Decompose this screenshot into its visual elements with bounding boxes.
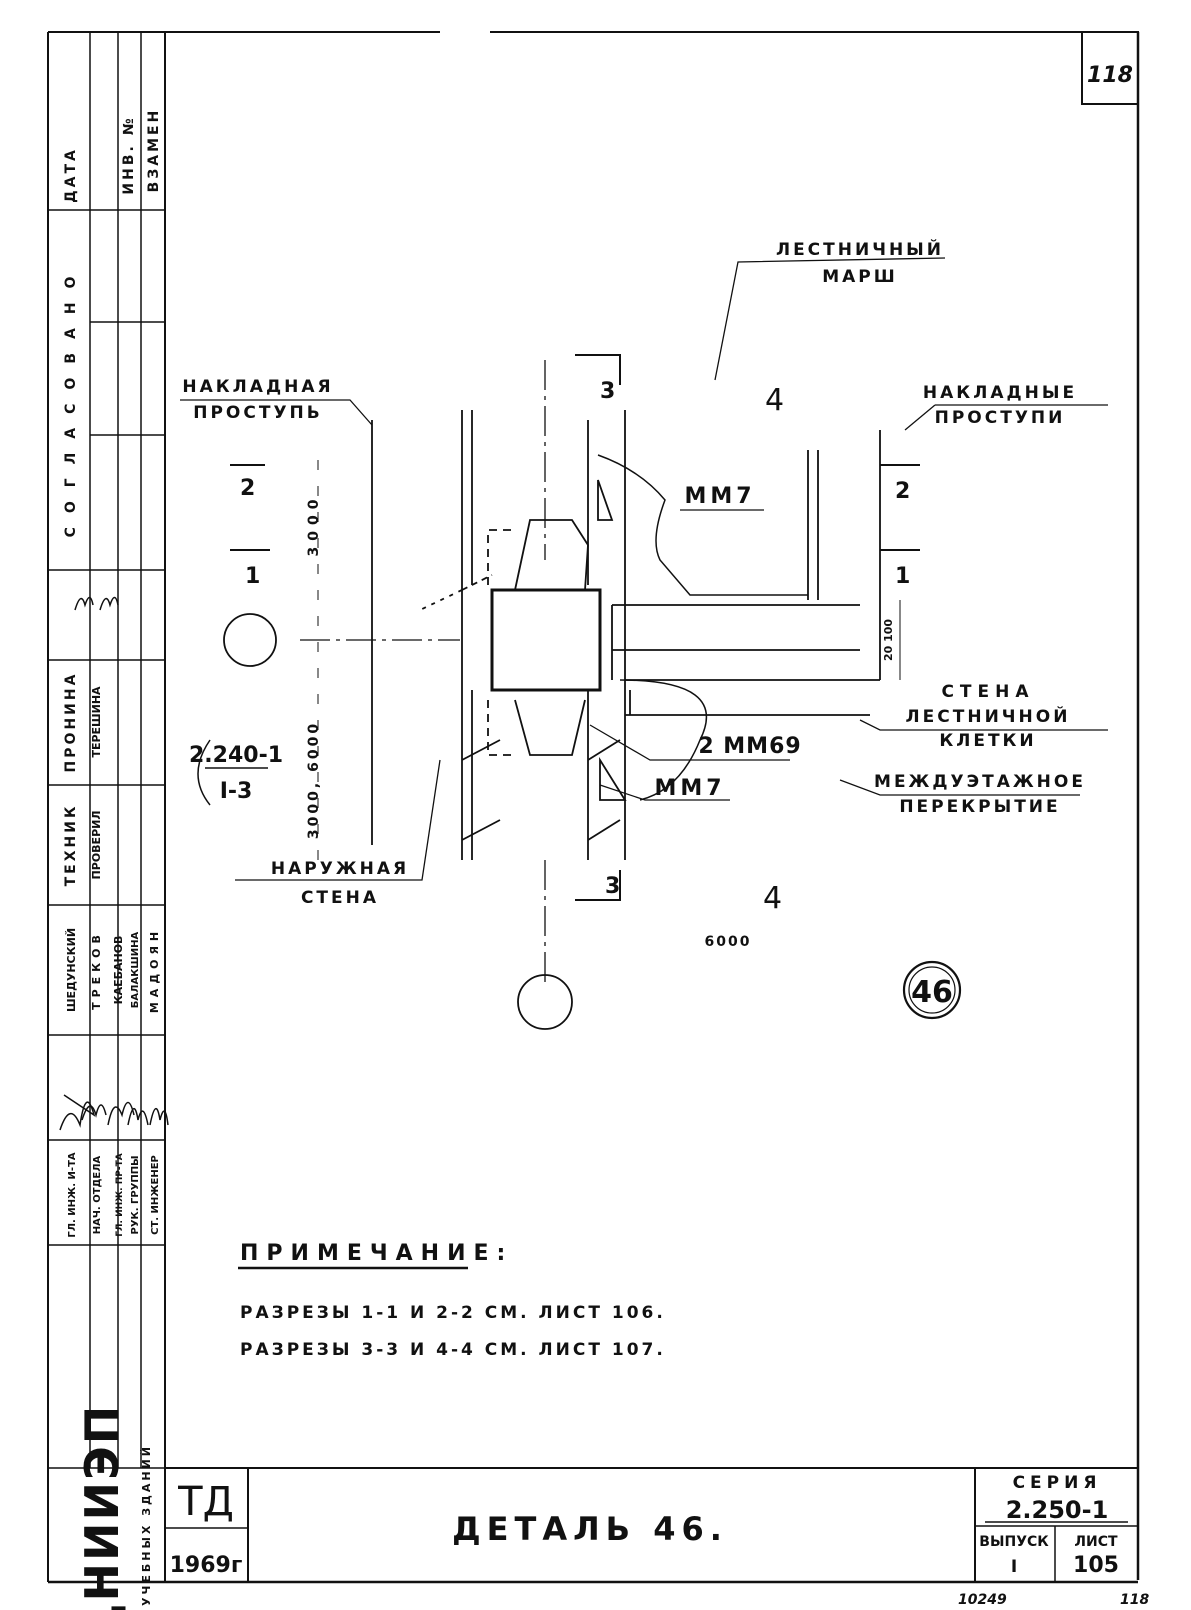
inventory-number: 10249 (958, 1592, 1007, 1608)
col-replaces: ВЗАМЕН (146, 108, 162, 193)
stair-wall-label-2: ЛЕСТНИЧНОЙ (906, 705, 1071, 727)
org-subtitle: УЧЕБНЫХ ЗДАНИЙ (140, 1444, 153, 1606)
approval-header: СОГЛАСОВАНО (63, 263, 79, 538)
outer-wall-label-2: СТЕНА (301, 888, 379, 908)
name-2: ТРЕКОВ (90, 930, 103, 1010)
note-heading: ПРИМЕЧАНИЕ: (240, 1241, 513, 1266)
left-stamp-grid (48, 32, 165, 1469)
section-2-right: 2 (895, 479, 910, 504)
note-line-2: РАЗРЕЗЫ 3-3 И 4-4 СМ. ЛИСТ 107. (240, 1340, 666, 1360)
col-inventory: ИНВ. № (121, 115, 137, 194)
stair-flight-label-1: ЛЕСТНИЧНЫЙ (776, 238, 944, 260)
name-3: КАЕБАНОВ (112, 936, 125, 1005)
role-4: РУК. ГРУППЫ (130, 1155, 141, 1234)
footer-page: 118 (1120, 1592, 1149, 1608)
overlay-tread-label-1: НАКЛАДНАЯ (182, 377, 333, 397)
series-label: СЕРИЯ (1013, 1473, 1102, 1493)
mm7-lower-label: ММ7 (654, 776, 725, 801)
dim-3000-6000: 3000, 6000 (306, 721, 322, 839)
col-date: ДАТА (63, 147, 79, 203)
sheet-frame (47, 31, 1140, 1584)
sheet-number-top: 118 (1087, 63, 1133, 88)
name-1: ШЕДУНСКИЙ (65, 928, 78, 1012)
role-2: НАЧ. ОТДЕЛА (92, 1155, 103, 1234)
mm7-upper-label: ММ7 (684, 484, 755, 509)
floor-slab-label-1: МЕЖДУЭТАЖНОЕ (874, 772, 1086, 792)
signatures (59, 596, 169, 1131)
stair-wall-label-3: КЛЕТКИ (939, 731, 1036, 751)
org-name: ЦНИИЭП (75, 1404, 129, 1610)
role-checked: ПРОВЕРИЛ (90, 811, 103, 880)
reference-top: 2.240-1 (189, 743, 283, 768)
year-label: 1969г (170, 1553, 243, 1578)
section-4-top: 4 (765, 383, 784, 418)
dim-3000: 3000 (306, 494, 322, 557)
issue-value: I (1011, 1557, 1017, 1577)
section-4-bottom: 4 (763, 881, 782, 916)
name-5: МАДОЯН (148, 927, 161, 1013)
floor-slab-label-2: ПЕРЕКРЫТИЕ (899, 797, 1060, 817)
stair-flight-label-2: МАРШ (822, 267, 898, 287)
mm69-label: 2 ММ69 (698, 734, 801, 759)
section-3-bottom: 3 (605, 874, 620, 899)
overlay-tread-label-2: ПРОСТУПЬ (193, 403, 323, 423)
detail-bubble-label: 46 (911, 975, 953, 1010)
section-2-left: 2 (240, 476, 255, 501)
sheet-value: 105 (1073, 1553, 1119, 1578)
role-5: СТ. ИНЖЕНЕР (150, 1155, 161, 1235)
overlay-treads-label-1: НАКЛАДНЫЕ (923, 383, 1077, 403)
outer-wall-label-1: НАРУЖНАЯ (271, 859, 409, 879)
note-line-1: РАЗРЕЗЫ 1-1 И 2-2 СМ. ЛИСТ 106. (240, 1303, 666, 1323)
role-tech: ТЕХНИК (63, 804, 79, 887)
detail-title: ДЕТАЛЬ 46. (452, 1510, 728, 1548)
sheet-number-box: 118 (1081, 31, 1139, 105)
name-pronina: ПРОНИНА (63, 672, 79, 773)
name-4: БАЛАКШИНА (130, 932, 141, 1009)
overlay-treads-label-2: ПРОСТУПИ (935, 408, 1066, 428)
sheet-label: ЛИСТ (1074, 1534, 1118, 1550)
series-value: 2.250-1 (1006, 1496, 1109, 1524)
dim-6000: 6000 (705, 934, 752, 950)
section-1-left: 1 (245, 564, 260, 589)
td-label: ТД (177, 1479, 234, 1525)
role-1: ГЛ. ИНЖ. И-ТА (67, 1152, 78, 1238)
section-3-top: 3 (600, 379, 615, 404)
dim-20-100: 20 100 (882, 619, 895, 661)
drawing-geometry (180, 257, 1108, 1270)
title-block-grid (165, 1467, 1138, 1582)
stair-wall-label-1: СТЕНА (941, 682, 1034, 702)
reference-bottom: I-3 (220, 779, 253, 804)
role-3: ГЛ. ИНЖ. ПР-ТА (115, 1153, 125, 1236)
section-1-right: 1 (895, 564, 910, 589)
name-tereshina: ТЕРЕШИНА (90, 686, 103, 758)
issue-label: ВЫПУСК (979, 1534, 1049, 1550)
